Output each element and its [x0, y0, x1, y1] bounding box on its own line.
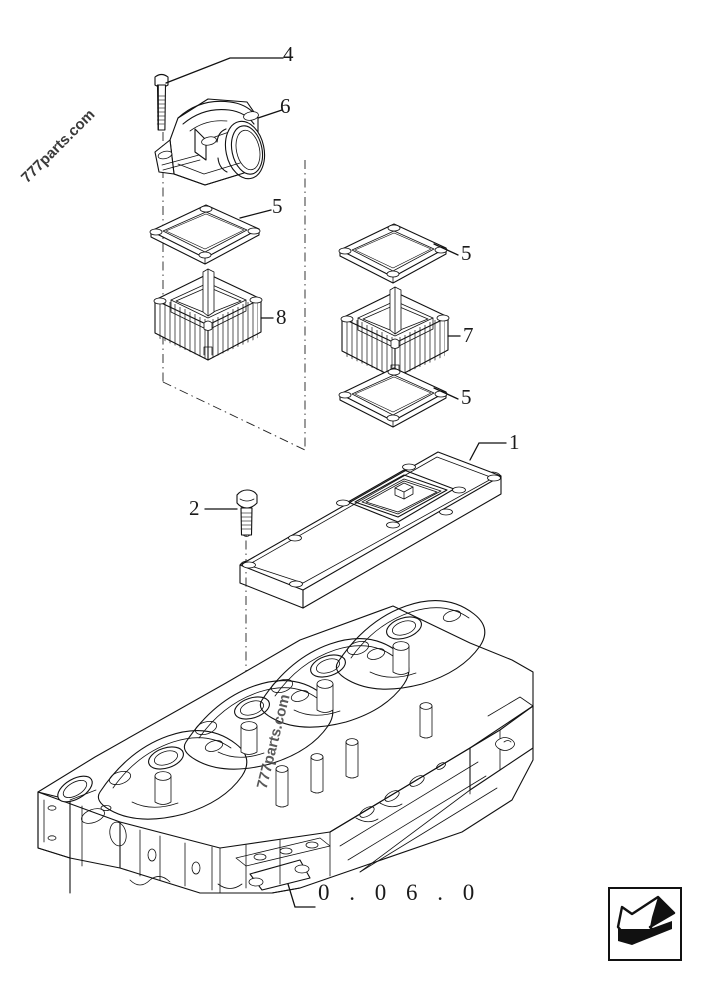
part-7-spacer-block [340, 286, 450, 379]
leader-ref-code [287, 883, 316, 908]
part-5c-gasket [338, 367, 448, 428]
part-4-long-bolt [154, 73, 169, 131]
assembly-centerlines [162, 132, 306, 700]
leader-5b [433, 243, 459, 256]
callout-label-2: 2 [189, 496, 200, 520]
leader-6 [257, 109, 283, 119]
valve-bay-4 [335, 600, 486, 690]
callout-label-1: 1 [509, 430, 520, 454]
callout-label-4: 4 [283, 42, 294, 66]
valve-bay-3 [259, 638, 410, 728]
callout-label-5c: 5 [461, 385, 472, 409]
part-1-cover-plate [239, 451, 502, 609]
valve-bay-1 [97, 730, 248, 820]
arrow-logo-icon [616, 895, 676, 945]
leader-5a [239, 209, 272, 219]
part-5b-gasket [338, 223, 448, 284]
callout-label-5a: 5 [272, 194, 283, 218]
arrow-logo-box [608, 887, 682, 961]
part-8-spacer-block [153, 268, 263, 361]
reference-code: 0 . 0 6 . 0 [318, 880, 482, 905]
leader-5c [433, 387, 459, 400]
callout-label-5b: 5 [461, 241, 472, 265]
cylinder-head-assembly [37, 600, 534, 894]
callout-label-8: 8 [276, 305, 287, 329]
part-5a-gasket [149, 204, 261, 265]
callout-label-7: 7 [463, 323, 474, 347]
leader-4 [165, 57, 284, 84]
part-2-hex-bolt [236, 489, 258, 537]
callout-label-6: 6 [280, 94, 291, 118]
leader-1 [469, 442, 507, 461]
part-6-intake-elbow [154, 98, 266, 186]
